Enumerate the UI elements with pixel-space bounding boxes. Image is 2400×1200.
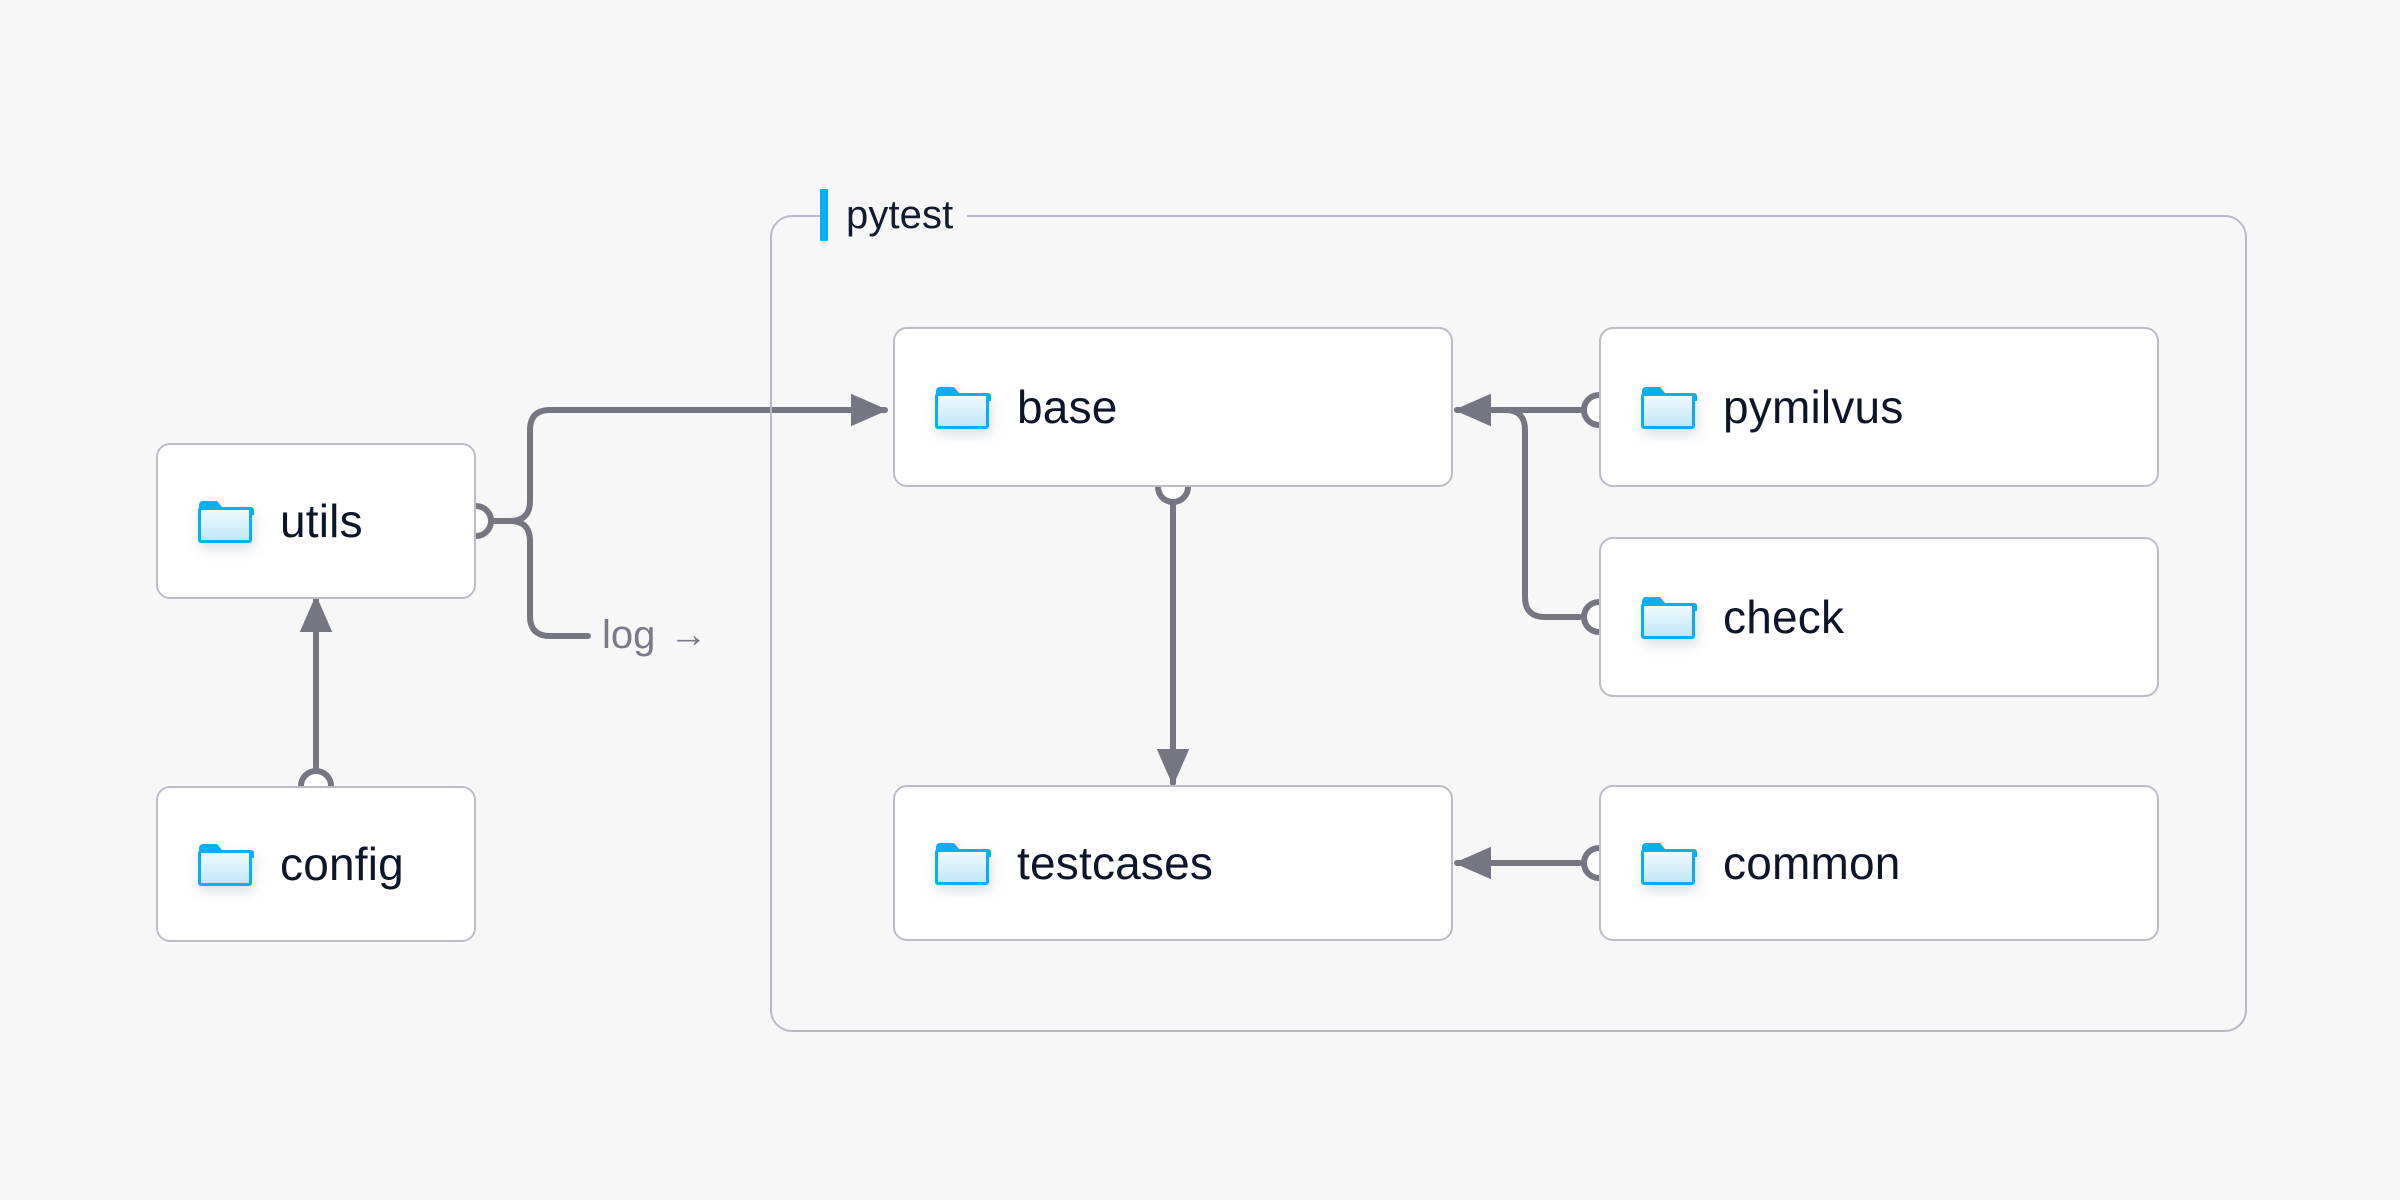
- group-title-label: pytest: [846, 192, 954, 237]
- folder-icon: [1639, 383, 1697, 431]
- folder-icon: [933, 383, 991, 431]
- node-common[interactable]: common: [1599, 785, 2159, 941]
- node-utils[interactable]: utils: [156, 443, 476, 599]
- edge-utils-to-log: [507, 518, 591, 639]
- pytest-group-title: pytest: [820, 188, 968, 242]
- folder-icon: [1639, 593, 1697, 641]
- node-base[interactable]: base: [893, 327, 1453, 487]
- arrow-right-icon: →: [669, 614, 708, 656]
- folder-icon: [933, 839, 991, 887]
- node-testcases[interactable]: testcases: [893, 785, 1453, 941]
- node-label: utils: [280, 495, 363, 547]
- node-label: config: [280, 838, 404, 890]
- group-accent-bar: [820, 189, 828, 241]
- node-label: check: [1723, 591, 1845, 643]
- edge-label-log: log →: [602, 615, 707, 655]
- node-pymilvus[interactable]: pymilvus: [1599, 327, 2159, 487]
- folder-icon: [196, 840, 254, 888]
- node-label: testcases: [1017, 837, 1214, 889]
- node-label: pymilvus: [1723, 381, 1904, 433]
- node-label: base: [1017, 381, 1118, 433]
- edge-label-text: log: [602, 613, 656, 657]
- pytest-group-container[interactable]: [770, 215, 2247, 1032]
- node-check[interactable]: check: [1599, 537, 2159, 697]
- folder-icon: [196, 497, 254, 545]
- node-label: common: [1723, 837, 1901, 889]
- node-config[interactable]: config: [156, 786, 476, 942]
- folder-icon: [1639, 839, 1697, 887]
